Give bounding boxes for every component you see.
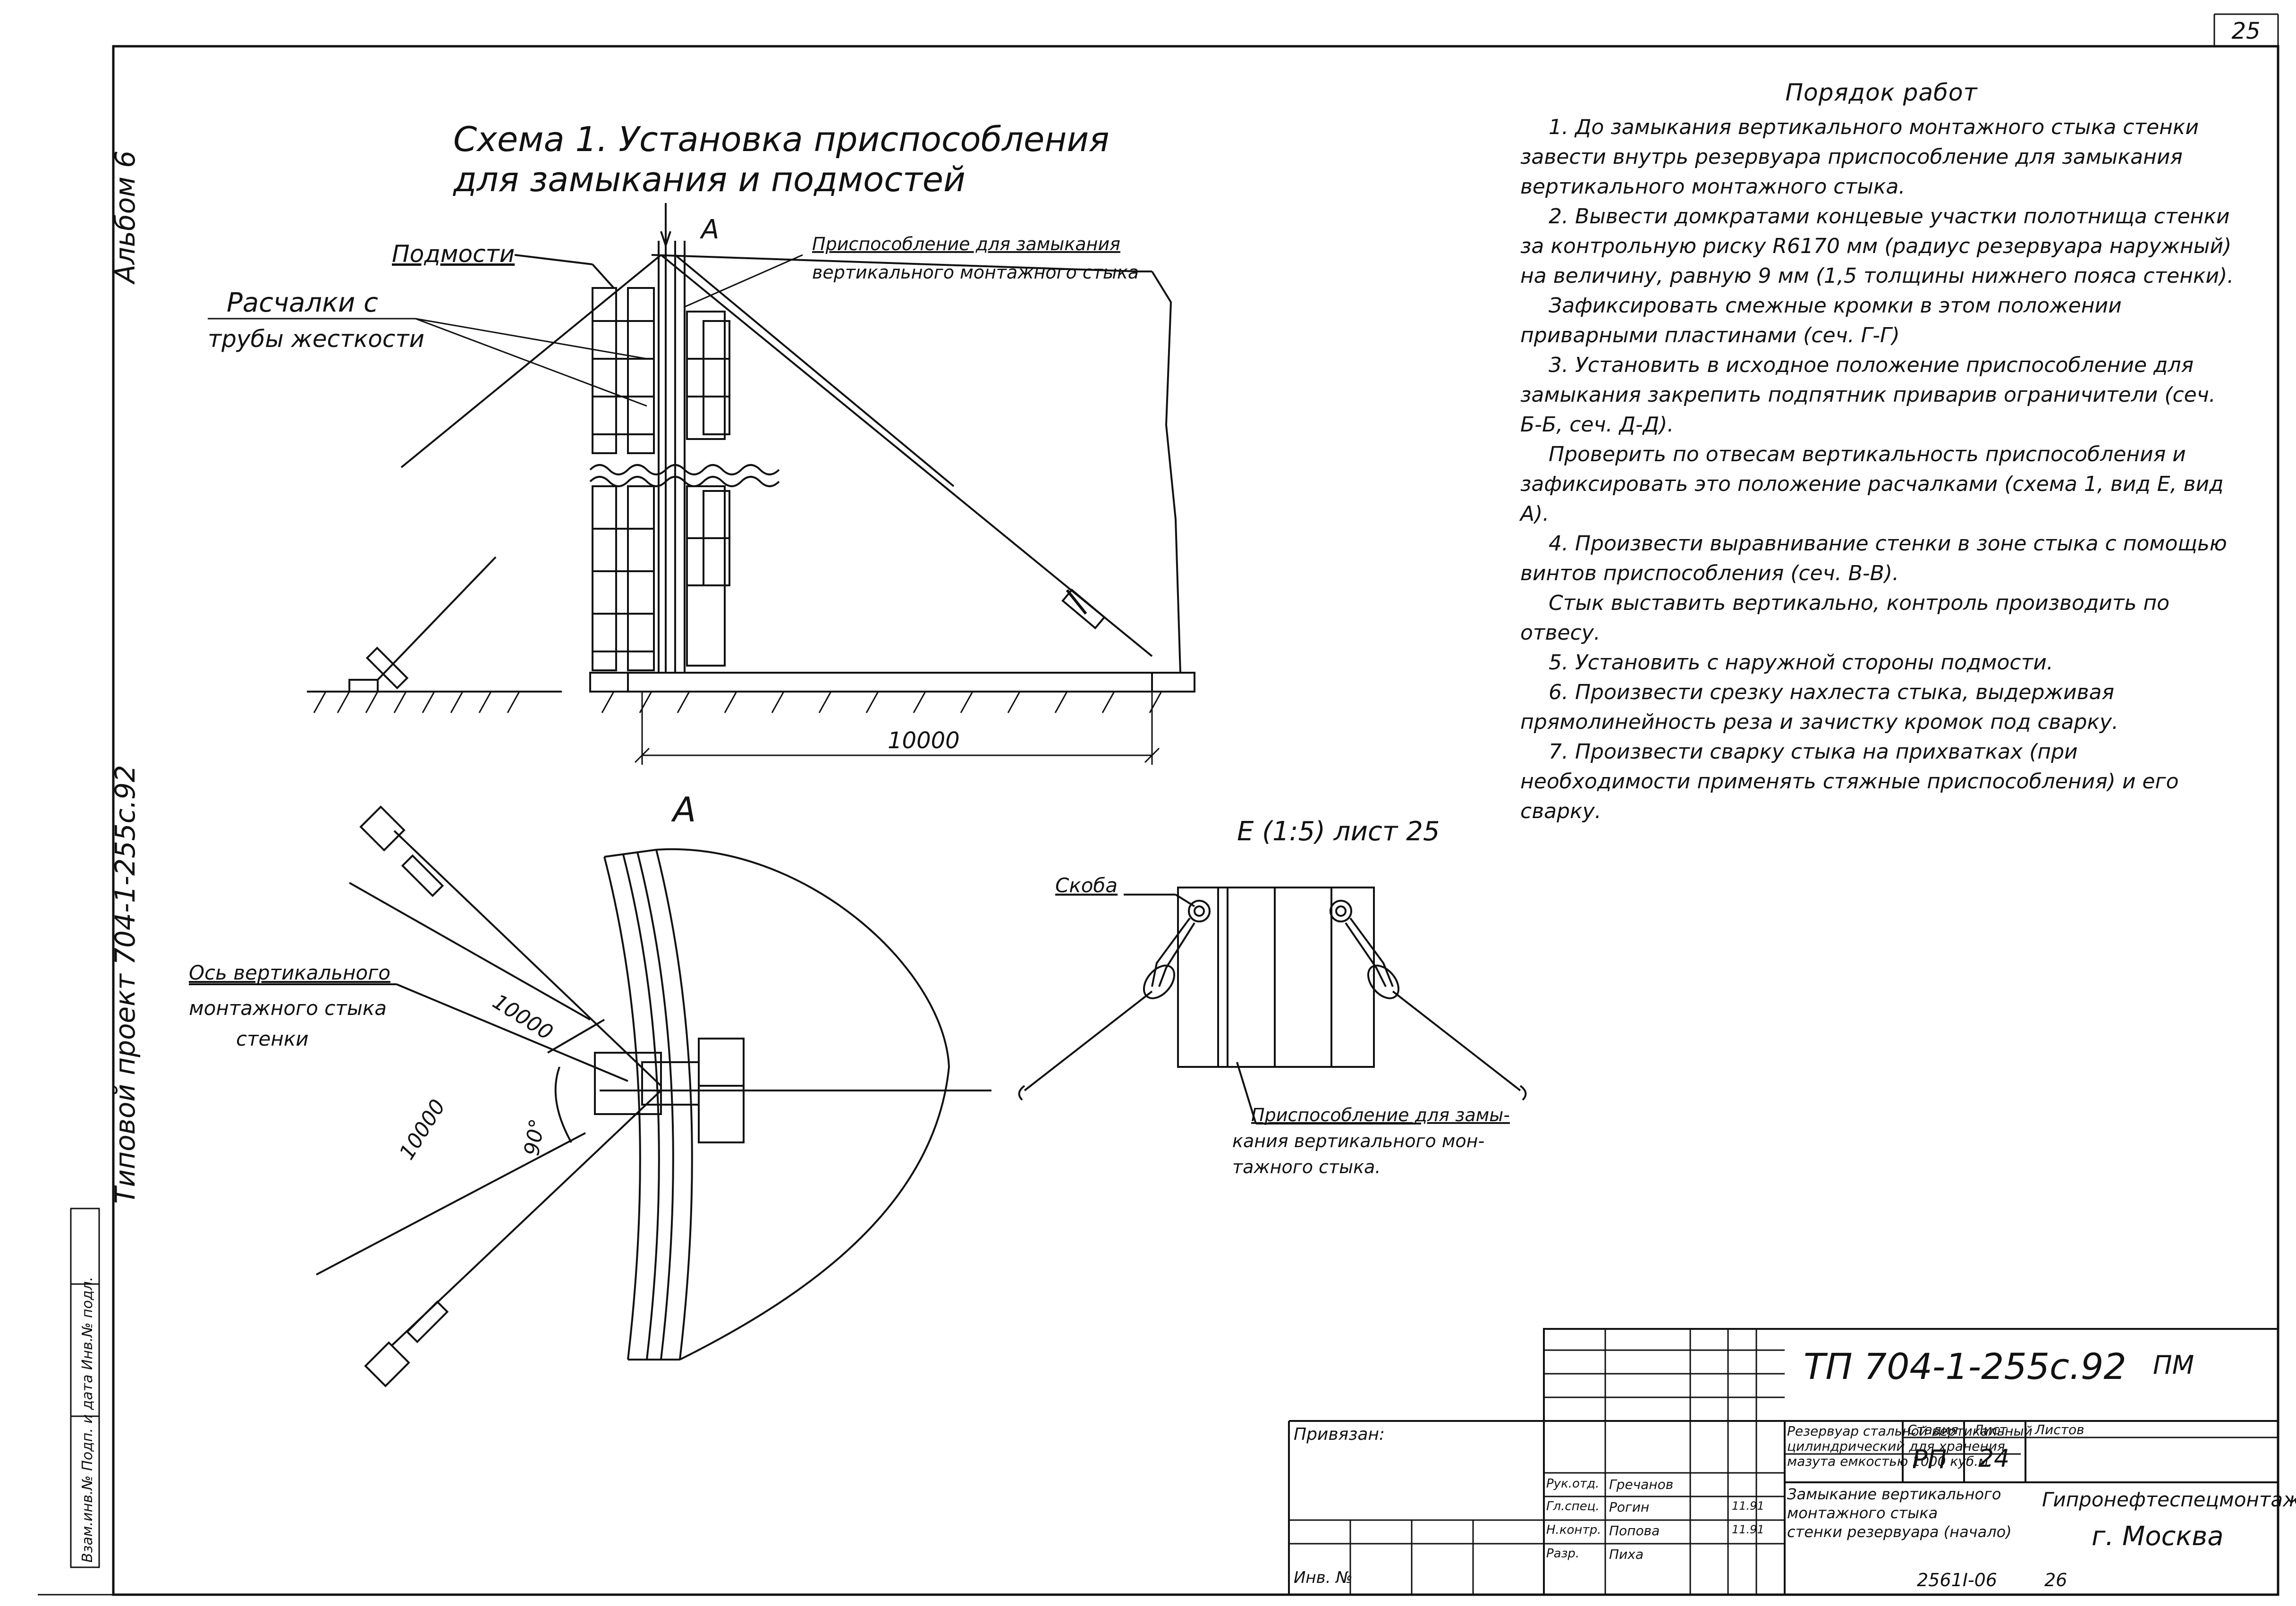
scheme-1-drawing — [307, 203, 1195, 713]
sheets-label: Листов — [2035, 1422, 2084, 1437]
date-2: 11.91 — [1732, 1523, 1764, 1536]
sheet-label: Лист — [1974, 1422, 2007, 1437]
label-device-2: вертикального монтажного стыка — [812, 262, 1139, 283]
label-scaffold: Подмости — [392, 240, 515, 268]
label-guys-1: Расчалки с — [227, 287, 378, 318]
work-order-heading: Порядок работ — [1785, 79, 1978, 106]
scheme-subtitle: для замыкания и подмостей — [452, 160, 966, 199]
page-number: 26 — [2044, 1570, 2067, 1590]
sheet-frame — [38, 13, 2279, 1596]
object-name-3: мазута емкостью 1000 куб.м. — [1787, 1454, 1993, 1469]
drawing-name-1: Замыкание вертикального — [1787, 1485, 2001, 1503]
dimension-line-10000 — [634, 692, 1160, 765]
document-mark: ПМ — [2153, 1350, 2194, 1380]
role-4: Разр. — [1546, 1547, 1580, 1561]
section-a-marker: А — [700, 214, 719, 245]
org-name: Гипронефтеспецмонтаж — [2042, 1488, 2296, 1511]
album-label: Альбом 6 — [109, 151, 141, 285]
side-stamp: Взам.инв.№ Подп. и дата Инв.№ подл. — [79, 1277, 96, 1563]
inv-no-label: Инв. № — [1294, 1568, 1353, 1587]
role-1: Рук.отд. — [1546, 1477, 1600, 1491]
dim-lower-10000: 10000 — [395, 1095, 450, 1164]
role-3: Н.контр. — [1546, 1523, 1601, 1537]
stage-label: Стадия — [1907, 1422, 1958, 1437]
axis-label-3: стенки — [236, 1027, 309, 1050]
name-1: Гречанов — [1609, 1477, 1674, 1492]
work-item-4b: Стык выставить вертикально, контроль про… — [1520, 591, 2170, 645]
angle-90: 90° — [520, 1117, 550, 1158]
view-e-device-3: тажного стыка. — [1232, 1157, 1381, 1177]
work-item-3b: Проверить по отвесам вертикальность прис… — [1520, 442, 2224, 526]
label-device-1: Приспособление для замыкания — [812, 234, 1120, 254]
name-3: Попова — [1609, 1523, 1660, 1538]
work-item-4: 4. Произвести выравнивание стенки в зоне… — [1520, 532, 2227, 585]
work-item-2b: Зафиксировать смежные кромки в этом поло… — [1520, 294, 2122, 347]
view-a-drawing — [189, 805, 991, 1387]
org-city: г. Москва — [2092, 1521, 2224, 1552]
object-name-1: Резервуар стальной вертикальный — [1787, 1423, 2033, 1439]
work-item-2: 2. Вывести домкратами концевые участки п… — [1520, 204, 2234, 288]
drawing-name-2: монтажного стыка — [1787, 1504, 1938, 1522]
axis-label-2: монтажного стыка — [189, 997, 387, 1020]
scheme-title: Схема 1. Установка приспособления — [453, 119, 1109, 159]
name-4: Пиха — [1609, 1547, 1644, 1562]
work-item-3: 3. Установить в исходное положение присп… — [1520, 353, 2216, 437]
view-a-title: А — [671, 790, 696, 829]
dimension-10000: 10000 — [888, 727, 960, 754]
role-2: Гл.спец. — [1546, 1499, 1600, 1513]
document-code: ТП 704-1-255с.92 — [1804, 1345, 2127, 1387]
archive-number: 2561I-06 — [1917, 1570, 1997, 1590]
work-item-7: 7. Произвести сварку стыка на прихватках… — [1520, 740, 2179, 823]
work-item-5: 5. Установить с наружной стороны подмост… — [1549, 651, 2053, 675]
name-2: Рогин — [1609, 1499, 1650, 1515]
drawing-name-3: стенки резервуара (начало) — [1787, 1523, 2012, 1541]
bracket-label: Скоба — [1055, 874, 1118, 897]
view-e-drawing — [1018, 887, 1527, 1124]
stage-value: РП — [1912, 1445, 1947, 1474]
view-e-title: Е (1:5) лист 25 — [1237, 816, 1440, 847]
work-order: Порядок работ 1. До замыкания вертикальн… — [1520, 78, 2243, 826]
axis-label-1: Ось вертикального — [189, 961, 390, 984]
linked-label: Привязан: — [1294, 1425, 1385, 1444]
project-label: Типовой проект 704-1-255с.92 — [109, 765, 141, 1204]
view-e-device-2: кания вертикального мон- — [1232, 1131, 1484, 1151]
work-item-6: 6. Произвести срезку нахлеста стыка, выд… — [1520, 680, 2118, 734]
date-1: 11.91 — [1732, 1499, 1764, 1513]
title-block-grid — [1288, 1328, 2279, 1596]
object-name-2: цилиндрический для хранения — [1787, 1438, 2005, 1454]
sheet-number: 25 — [2231, 18, 2260, 44]
label-guys-2: трубы жесткости — [208, 325, 424, 353]
work-item-1: 1. До замыкания вертикального монтажного… — [1520, 115, 2199, 199]
view-e-device-1: Приспособление для замы- — [1251, 1105, 1510, 1125]
sheet-value: 24 — [1978, 1445, 2010, 1473]
